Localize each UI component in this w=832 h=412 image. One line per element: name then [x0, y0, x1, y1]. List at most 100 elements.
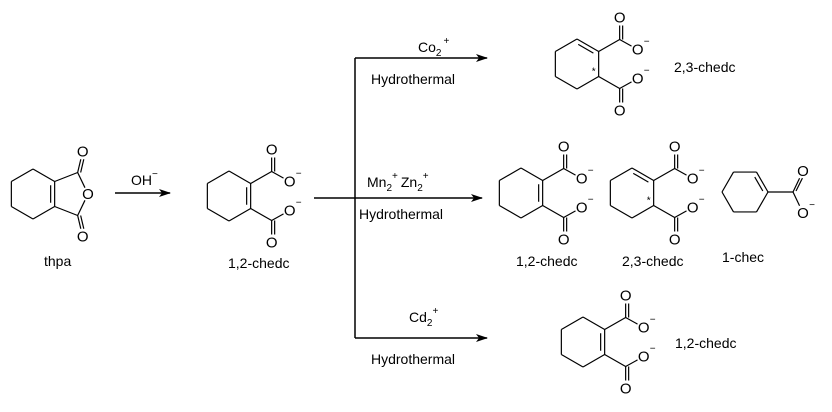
negative-charge: − [699, 195, 705, 206]
anhydride-bond [54, 171, 78, 183]
ring-bond [555, 38, 578, 53]
substituent-bond [250, 170, 272, 185]
ring-bond [582, 353, 605, 368]
negative-charge: − [650, 344, 656, 355]
label-middle-product-2: 2,3-chedc [622, 253, 683, 269]
anhydride-bond [77, 172, 86, 188]
ring-bond [631, 167, 654, 182]
oxygen-atom: O [77, 144, 89, 161]
ring-bond [561, 353, 584, 368]
substituent-bond [598, 38, 620, 53]
condition-bottom: Hydrothermal [371, 351, 455, 367]
oxygen-anion: O [638, 320, 650, 337]
carbonyl-bond [77, 215, 82, 229]
ring-bond [207, 207, 230, 222]
carbonyl-double-line [80, 215, 85, 229]
ring-bond [555, 75, 578, 90]
carboxylate-bond [271, 170, 284, 179]
ring-bond [582, 316, 605, 331]
carboxylate-bond [619, 38, 632, 47]
ring-bond [721, 191, 735, 213]
carboxylate-bond [563, 210, 576, 219]
ring-bond [610, 167, 633, 182]
negative-charge: − [644, 66, 650, 77]
label-intermediate: 1,2-chedc [228, 255, 289, 271]
oxygen-atom: O [620, 288, 632, 305]
substituent-bond [542, 167, 564, 182]
label-middle-product-1: 1,2-chedc [516, 253, 577, 269]
oxygen-anion: O [687, 171, 699, 188]
ring-bond [755, 191, 769, 213]
label-thpa: thpa [44, 253, 71, 269]
carbonyl-bond [77, 159, 82, 173]
oxygen-anion: O [687, 200, 699, 217]
ring-bond [721, 171, 735, 193]
oxygen-anion: O [284, 203, 296, 220]
carboxylate-bond [563, 167, 576, 176]
carboxylate-bond [792, 191, 801, 207]
carboxylate-bond [625, 359, 638, 368]
ring-bond [576, 75, 599, 90]
negative-charge: − [588, 195, 594, 206]
ring-bond [520, 167, 543, 182]
oxygen-atom: O [614, 103, 626, 120]
carbonyl-double-line [795, 177, 803, 192]
ring-bond [11, 205, 34, 220]
oxygen-atom: O [614, 10, 626, 27]
substituent-bond [653, 204, 675, 219]
negative-charge: − [296, 198, 302, 209]
stereocenter-star: * [592, 67, 596, 78]
oxygen-anion: O [632, 42, 644, 59]
stereocenter-star: * [647, 196, 651, 207]
anhydride-bond [54, 205, 78, 217]
substituent-bond [604, 316, 626, 331]
ring-oxygen-atom: O [82, 186, 94, 203]
oxygen-atom: O [558, 139, 570, 156]
ring-bond [576, 38, 599, 53]
reagent-mn-zn: Mn2+Zn2+ [367, 171, 429, 194]
carbonyl-bond [792, 177, 801, 193]
oxygen-anion: O [638, 349, 650, 366]
negative-charge: − [296, 169, 302, 180]
substituent-bond [542, 204, 564, 219]
double-bond-line [577, 43, 594, 54]
oxygen-anion: O [576, 171, 588, 188]
oxygen-anion: O [284, 174, 296, 191]
substituent-bond [598, 75, 620, 90]
ring-bond [610, 204, 633, 219]
ring-bond [228, 207, 251, 222]
carboxylate-bond [674, 210, 687, 219]
oxygen-atom: O [266, 235, 278, 252]
oxygen-atom: O [558, 232, 570, 249]
ring-bond [561, 316, 584, 331]
oxygen-atom: O [266, 142, 278, 159]
anhydride-bond [77, 200, 86, 216]
substituent-bond [653, 167, 675, 182]
label-bottom-product: 1,2-chedc [675, 335, 736, 351]
double-bond-line [632, 172, 649, 183]
ring-bond [499, 204, 522, 219]
ring-bond [11, 168, 34, 183]
carboxylate-bond [619, 81, 632, 90]
oxygen-anion: O [576, 200, 588, 217]
oxygen-atom: O [669, 139, 681, 156]
reagent-cobalt: Co2+ [418, 36, 449, 59]
negative-charge: − [699, 166, 705, 177]
negative-charge: − [650, 315, 656, 326]
carboxylate-bond [674, 167, 687, 176]
oxygen-atom: O [620, 381, 632, 398]
oxygen-anion: O [632, 71, 644, 88]
label-middle-product-3: 1-chec [722, 249, 764, 265]
ring-bond [32, 205, 55, 220]
substituent-bond [604, 353, 626, 368]
ring-bond [631, 204, 654, 219]
negative-charge: − [809, 200, 815, 211]
label-top-product: 2,3-chedc [674, 59, 735, 75]
negative-charge: − [644, 37, 650, 48]
ring-bond [520, 204, 543, 219]
oxygen-atom: O [669, 232, 681, 249]
oxygen-anion: O [797, 205, 809, 222]
